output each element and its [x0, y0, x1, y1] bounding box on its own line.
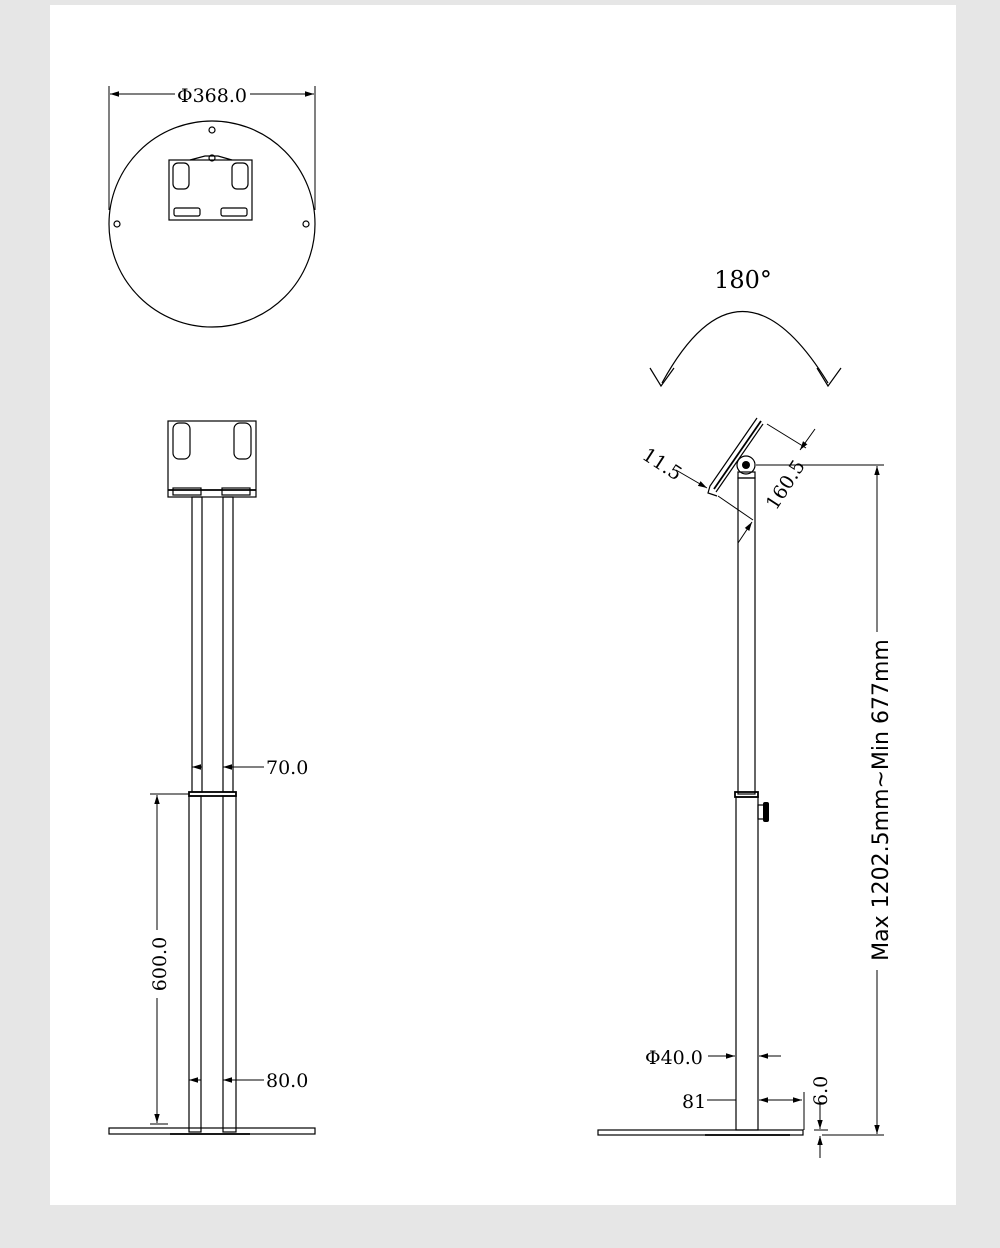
dimension-line: [675, 469, 708, 489]
extension-line: [766, 423, 807, 449]
upper-tube-left: [191, 496, 203, 793]
height-range-label: Max 1202.5mm~Min 677mm: [869, 639, 894, 961]
front-view: 70.0 80.0 600.0: [108, 420, 316, 1135]
holder-top-view: [168, 154, 253, 221]
holder-foot-right: [221, 487, 251, 496]
lower-tube-right: [222, 795, 237, 1133]
label-mask: [148, 930, 168, 998]
offset-label: 81: [682, 1091, 706, 1113]
hinge-pin: [742, 461, 750, 469]
extension-line: [717, 495, 754, 521]
tray-depth-label: 11.5: [638, 444, 685, 485]
holder-front: [167, 420, 257, 498]
rotation-arrow-right: [816, 367, 842, 388]
holder-clip-left: [172, 162, 190, 190]
side-view: 180° 11.5 160.5: [597, 266, 894, 1158]
holder-clip-left: [172, 422, 191, 460]
holder-screw: [208, 154, 216, 162]
mount-hole: [302, 220, 310, 228]
lower-tube-left: [188, 795, 202, 1133]
holder-foot-left: [172, 487, 202, 496]
hinge-joint: [736, 455, 756, 475]
dimension-line: [799, 428, 816, 451]
base-diameter-label: Φ368.0: [177, 85, 247, 107]
tray-edge: [707, 417, 758, 497]
dimension-line: [737, 521, 753, 544]
top-view: Φ368.0: [108, 85, 316, 328]
mount-hole: [208, 126, 216, 134]
mount-hole: [113, 220, 121, 228]
holder-knob: [189, 155, 233, 161]
pole-diameter-label: Φ40.0: [645, 1047, 703, 1069]
lower-pole: [735, 796, 759, 1131]
holder-foot-left: [173, 207, 201, 217]
upper-tube-right: [222, 496, 234, 793]
rotation-angle-label: 180°: [714, 266, 772, 294]
tray-plate: [713, 420, 762, 490]
holder-foot-right: [220, 207, 248, 217]
lower-tube-width-label: 80.0: [266, 1070, 308, 1092]
holder-clip-right: [231, 162, 249, 190]
upper-pole: [737, 477, 756, 795]
holder-plate: [168, 159, 253, 221]
rotation-arc: [661, 311, 829, 384]
rotation-arrow-left: [649, 367, 675, 388]
lower-tube-height-label: 600.0: [149, 937, 171, 991]
base-plate-side: [597, 1129, 804, 1136]
holder-clip-right: [233, 422, 252, 460]
lock-knob: [763, 802, 769, 822]
upper-tube-width-label: 70.0: [266, 757, 308, 779]
base-plate-outline: [108, 120, 316, 328]
base-thickness-label: 6.0: [810, 1076, 832, 1106]
